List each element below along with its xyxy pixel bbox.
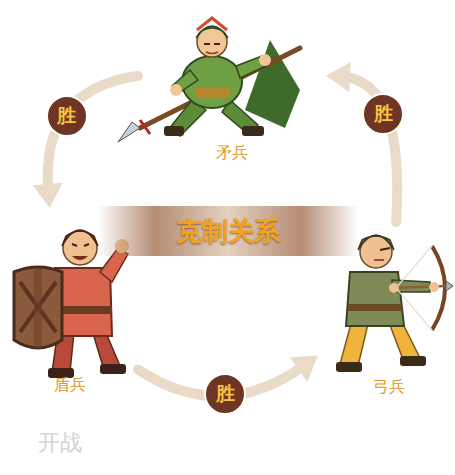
figure-part <box>389 283 399 293</box>
figure-part <box>429 282 439 292</box>
figure-part <box>206 52 218 54</box>
win-badge: 胜 <box>362 93 404 135</box>
figure-part <box>62 230 98 246</box>
figure-part <box>242 126 264 136</box>
soldier-node: 盾兵 <box>2 208 138 398</box>
figure-part <box>336 362 362 372</box>
figure-part <box>164 126 184 136</box>
figure-part <box>140 120 150 134</box>
figure-part <box>396 246 432 288</box>
soldier-name: 矛兵 <box>138 143 326 164</box>
figure-part <box>204 43 220 45</box>
figure-part <box>14 267 62 348</box>
beats-arrow <box>33 76 138 208</box>
figure-part <box>358 235 394 250</box>
arrow-head <box>33 183 63 208</box>
figure-part <box>140 48 300 128</box>
soldier-name: 盾兵 <box>2 375 138 396</box>
figure-part <box>100 364 126 374</box>
spearman-figure <box>118 18 300 142</box>
figure-part <box>72 256 88 260</box>
figure-part <box>72 244 89 246</box>
figure-part <box>396 288 432 330</box>
figure-part <box>400 356 426 366</box>
soldier-name: 弓兵 <box>318 377 455 398</box>
arrow-head <box>326 62 351 92</box>
figure-part <box>56 306 112 314</box>
figure-part <box>118 122 140 142</box>
figure-part <box>63 231 97 265</box>
figure-part <box>446 281 453 291</box>
arrow-head <box>290 356 318 382</box>
soldier-node: 弓兵 <box>318 222 455 400</box>
figure-part <box>348 304 402 311</box>
watermark: 开战 <box>38 428 82 458</box>
figure-part <box>34 268 42 348</box>
soldier-node: 矛兵 <box>138 2 326 166</box>
figure-part <box>374 259 384 261</box>
figure-part <box>380 248 390 250</box>
figure-part <box>197 18 227 30</box>
figure-part <box>170 84 182 96</box>
win-badge: 胜 <box>46 95 88 137</box>
figure-part <box>196 88 230 98</box>
win-badge: 胜 <box>204 373 246 415</box>
figure-part <box>259 54 271 66</box>
figure-part <box>197 27 227 57</box>
title-band: 克制关系 <box>98 206 358 256</box>
beats-arrow <box>326 62 397 222</box>
figure-part <box>360 282 392 288</box>
